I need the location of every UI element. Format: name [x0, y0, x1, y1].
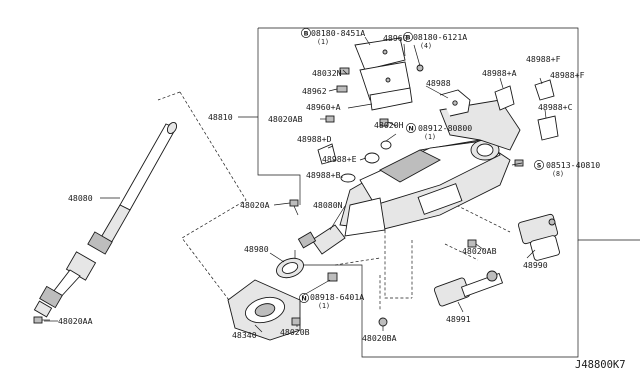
label-48962: 48962: [302, 86, 327, 96]
bolt-48020aa: [33, 316, 50, 324]
callout-b-2: B: [403, 32, 413, 42]
label-48020ab-top: 48020AB: [268, 114, 303, 124]
svg-text:B: B: [406, 33, 411, 41]
label-bolt-08513-qty: (8): [552, 170, 564, 178]
label-48032n: 48032N: [312, 68, 342, 78]
bolt-48020ab-bot: [467, 239, 477, 248]
nut-48020h: [379, 118, 392, 150]
callout-s: S: [534, 160, 544, 170]
label-nut-08912-qty: (1): [424, 133, 436, 141]
label-48960: 48960: [383, 33, 408, 43]
label-48810: 48810: [208, 112, 233, 122]
lower-joint-48080n: [297, 224, 346, 255]
label-48020ba: 48020BA: [362, 333, 397, 343]
seal-48980: [276, 257, 304, 279]
clip-48988c: [537, 115, 559, 141]
guide-dash-5: [444, 243, 479, 261]
label-48020h: 48020H: [374, 120, 404, 130]
pin-48032n: [339, 67, 350, 75]
label-48988d: 48988+D: [297, 134, 332, 144]
label-nut-08918: 08918-6401A: [310, 292, 364, 302]
label-bolt-08513: 08513-40810: [546, 160, 600, 170]
label-bolt-08180-8451a-qty: (1): [317, 38, 329, 46]
label-bolt-08180-6121a: 08180-6121A: [413, 32, 467, 42]
label-48020b: 48020B: [280, 327, 310, 337]
label-48020aa: 48020AA: [58, 316, 93, 326]
label-48988c: 48988+C: [538, 102, 573, 112]
svg-text:S: S: [537, 161, 542, 169]
leader-lines: [254, 36, 547, 333]
guide-dash-3: [334, 257, 381, 266]
label-48980: 48980: [244, 244, 269, 254]
label-nut-08912: 08912-80800: [418, 123, 472, 133]
nut-48020ba: [378, 317, 388, 327]
mount-plate-48960: [354, 37, 424, 111]
nut-08918: [327, 272, 338, 282]
callout-n-2: N: [299, 293, 309, 303]
label-48988f-1: 48988+F: [526, 54, 561, 64]
label-48080n: 48080N: [313, 200, 343, 210]
label-nut-08918-qty: (1): [318, 302, 330, 310]
label-48340: 48340: [232, 330, 257, 340]
label-bolt-08180-8451a: 08180-8451A: [311, 28, 365, 38]
diagram-code: J48800K7: [575, 359, 626, 371]
clip-48988e: [364, 152, 380, 164]
clip-48988d: [317, 143, 337, 165]
assembly-outline: [258, 27, 640, 241]
svg-text:N: N: [301, 294, 306, 302]
svg-text:B: B: [304, 29, 309, 37]
bolt-08513: [514, 159, 524, 167]
label-48020a: 48020A: [240, 200, 270, 210]
actuator-48991: [433, 270, 504, 307]
assembly-outline-left: [257, 28, 301, 205]
bolt-48020a: [289, 199, 299, 216]
label-48988: 48988: [426, 78, 451, 88]
label-48988f-2: 48988+F: [550, 70, 585, 80]
boot-48340: [227, 279, 301, 341]
shaft-group-box-top: [157, 91, 181, 101]
callout-b-1: B: [301, 28, 311, 38]
nut-48020b: [291, 317, 301, 326]
steering-column-48810: [339, 99, 521, 237]
label-48988b: 48988+B: [306, 170, 341, 180]
label-bolt-08180-6121a-qty: (4): [420, 42, 432, 50]
joint-48990: [517, 213, 560, 261]
bolt-48020ab-top: [325, 115, 335, 123]
label-48991: 48991: [446, 314, 471, 324]
clip-48988a: [494, 85, 515, 111]
callout-n-1: N: [406, 123, 416, 133]
clip-48988f: [534, 79, 555, 101]
label-48080: 48080: [68, 193, 93, 203]
label-48960a: 48960+A: [306, 102, 341, 112]
label-48988e: 48988+E: [322, 154, 357, 164]
svg-text:N: N: [408, 124, 413, 132]
label-48988a: 48988+A: [482, 68, 517, 78]
guide-dash-1: [384, 225, 412, 299]
steering-shaft-48080: [33, 121, 178, 318]
label-48990: 48990: [523, 260, 548, 270]
bracket-48988: [439, 89, 471, 117]
label-48020ab-bot: 48020AB: [462, 246, 497, 256]
clip-48962: [336, 85, 348, 93]
clip-48988b: [340, 173, 356, 183]
